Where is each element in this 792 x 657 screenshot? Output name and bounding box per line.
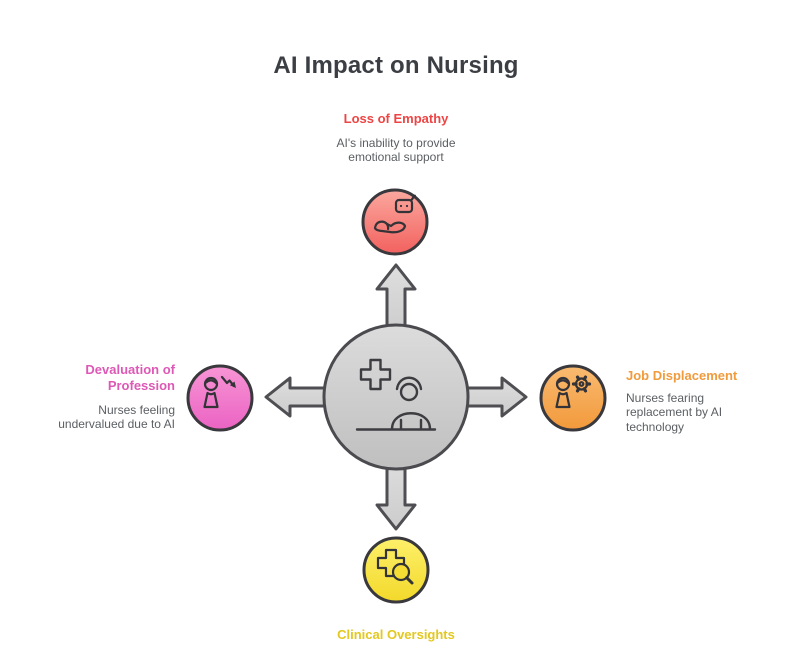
- node-left-label: Devaluation of Profession: [85, 362, 175, 393]
- node-left-description: Nurses feeling undervalued due to AI: [58, 403, 175, 432]
- node-top-circle: [361, 188, 429, 256]
- node-top-label: Loss of Empathy: [343, 111, 449, 126]
- hand-holding-robot-icon: [373, 194, 416, 234]
- page-title: AI Impact on Nursing: [273, 52, 519, 79]
- node-right-label: Job Displacement: [626, 368, 738, 383]
- node-bottom-circle: [362, 536, 430, 604]
- person-decline-icon: [203, 375, 236, 409]
- node-right-description: Nurses fearing replacement by AI technol…: [626, 391, 723, 434]
- cross-magnifier-icon: [376, 548, 414, 585]
- nurse-with-cross-icon: [355, 358, 437, 431]
- node-right-circle: [539, 364, 607, 432]
- node-top-description: AI's inability to provide emotional supp…: [336, 136, 456, 165]
- person-gear-icon: [555, 375, 592, 409]
- center-circle: [322, 323, 470, 471]
- node-left-circle: [186, 364, 254, 432]
- node-bottom-label: Clinical Oversights: [337, 627, 455, 642]
